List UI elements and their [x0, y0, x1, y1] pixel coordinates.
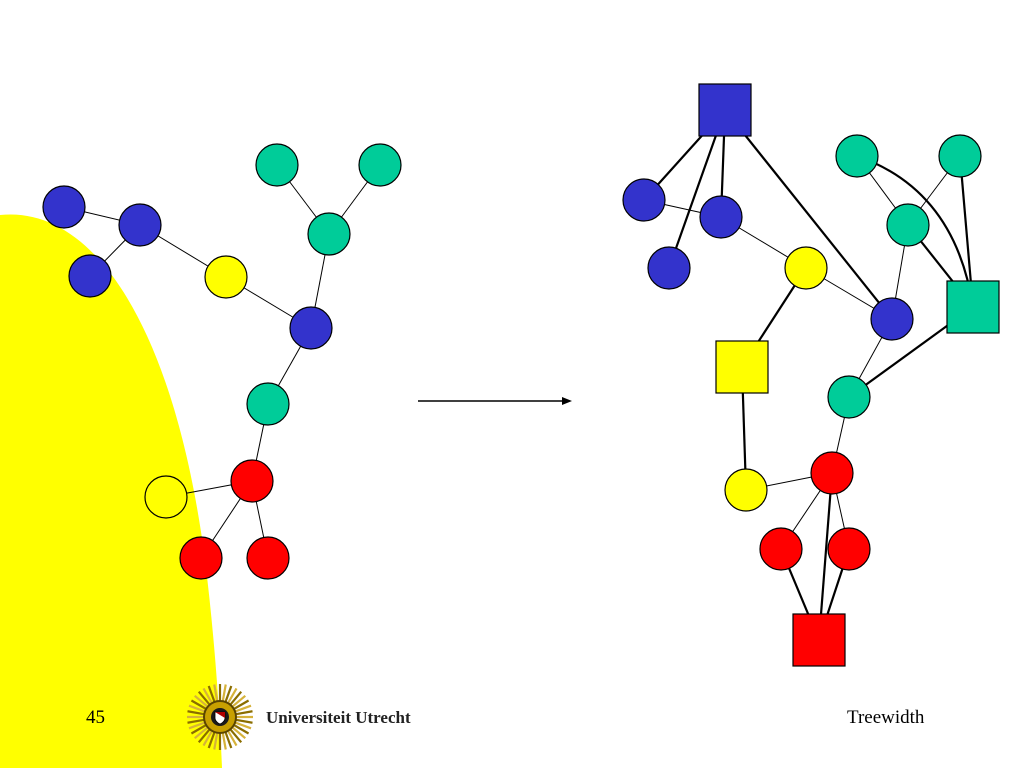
graph-node-teal [307, 212, 351, 256]
left-graph-nodes [42, 143, 402, 580]
graph-node-red [827, 527, 871, 571]
graph-node-yellow [144, 475, 188, 519]
graph-node-blue [42, 185, 86, 229]
graph-node-blue [289, 306, 333, 350]
bag-node-blue-square [698, 83, 752, 137]
graph-node-red [179, 536, 223, 580]
bag-node-yellow-square [715, 340, 769, 394]
graph-node-red [810, 451, 854, 495]
graph-node-yellow [204, 255, 248, 299]
bag-node-red-square [792, 613, 846, 667]
graph-node-red [230, 459, 274, 503]
graph-node-teal [827, 375, 871, 419]
graph-node-red [246, 536, 290, 580]
right-graph-nodes [622, 83, 1000, 667]
slide-number: 45 [86, 707, 105, 728]
graph-node-blue [68, 254, 112, 298]
graph-node-yellow [724, 468, 768, 512]
bag-node-teal-square [946, 280, 1000, 334]
graph-node-yellow [784, 246, 828, 290]
graph-node-blue [870, 297, 914, 341]
graph-node-teal [246, 382, 290, 426]
graph-node-blue [622, 178, 666, 222]
edge-S4-R10 [817, 472, 834, 641]
graph-node-red [759, 527, 803, 571]
graph-node-teal [358, 143, 402, 187]
yellow-background-shape [0, 214, 222, 768]
graph-node-teal [255, 143, 299, 187]
graph-node-blue [647, 246, 691, 290]
graph-node-teal [886, 203, 930, 247]
university-seal-icon [187, 684, 253, 750]
graph-node-teal [835, 134, 879, 178]
transformation-arrow [418, 397, 572, 405]
right-graph-edges [643, 109, 975, 641]
graph-node-teal [938, 134, 982, 178]
edge-S2-R6 [856, 154, 975, 308]
edge-S1-R5 [724, 109, 893, 320]
university-name: Universiteit Utrecht [266, 708, 411, 727]
graph-node-blue [699, 195, 743, 239]
graph-node-blue [118, 203, 162, 247]
footer-title: Treewidth [847, 707, 925, 728]
